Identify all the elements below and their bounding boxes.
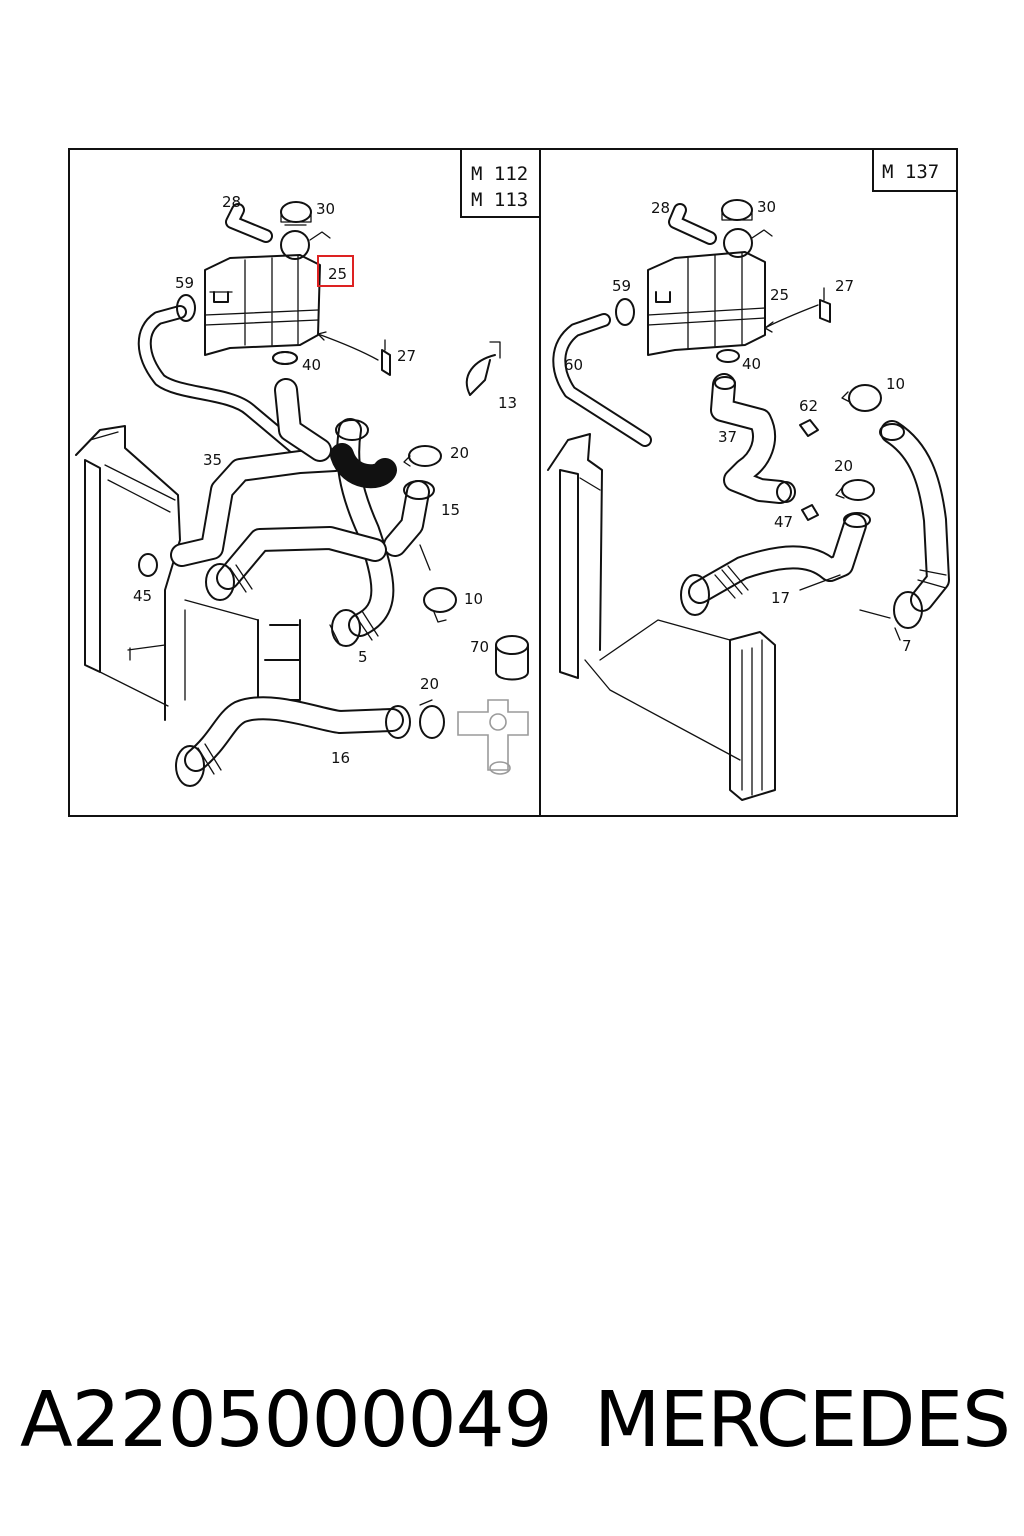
callout-25[interactable]: 25 [770, 286, 789, 304]
callout-17[interactable]: 17 [771, 589, 790, 607]
diagram-frame [68, 148, 958, 817]
parts-diagram: M 112 M 113 [68, 148, 958, 817]
callout-28[interactable]: 28 [222, 193, 241, 211]
callout-25[interactable]: 25 [328, 265, 347, 283]
callout-59[interactable]: 59 [612, 277, 631, 295]
engine-label: M 113 [471, 189, 528, 211]
callout-59[interactable]: 59 [175, 274, 194, 292]
engine-label-box [460, 148, 541, 218]
engine-label-box [872, 148, 958, 192]
callout-45[interactable]: 45 [133, 587, 152, 605]
right-panel: M 137 [547, 148, 958, 801]
callout-20[interactable]: 20 [450, 444, 469, 462]
callout-40[interactable]: 40 [302, 356, 321, 374]
callout-30[interactable]: 30 [757, 198, 776, 216]
callout-60[interactable]: 60 [564, 356, 583, 374]
engine-label: M 112 [471, 163, 528, 185]
part-number: A2205000049 [20, 1375, 553, 1465]
callout-70[interactable]: 70 [470, 638, 489, 656]
callout-20[interactable]: 20 [420, 675, 439, 693]
callout-27[interactable]: 27 [397, 347, 416, 365]
callout-15[interactable]: 15 [441, 501, 460, 519]
callout-7[interactable]: 7 [902, 637, 912, 655]
expansion-tank-illustration [204, 201, 331, 365]
callout-35[interactable]: 35 [203, 451, 222, 469]
callout-27[interactable]: 27 [835, 277, 854, 295]
callout-10[interactable]: 10 [886, 375, 905, 393]
left-panel: M 112 M 113 [75, 148, 541, 787]
callout-10[interactable]: 10 [464, 590, 483, 608]
engine-label: M 137 [882, 161, 939, 183]
callout-47[interactable]: 47 [774, 513, 793, 531]
callout-37[interactable]: 37 [718, 428, 737, 446]
highlight-box [317, 255, 354, 287]
brand-name: MERCEDES [594, 1375, 1011, 1465]
callout-13[interactable]: 13 [498, 394, 517, 412]
callout-28[interactable]: 28 [651, 199, 670, 217]
part-caption: A2205000049 MERCEDES [20, 1365, 1011, 1475]
thermostat-housing-illustration [457, 699, 529, 775]
expansion-tank-illustration [647, 199, 773, 363]
callout-16[interactable]: 16 [331, 749, 350, 767]
callout-62[interactable]: 62 [799, 397, 818, 415]
callout-30[interactable]: 30 [316, 200, 335, 218]
callout-5[interactable]: 5 [358, 648, 368, 666]
callout-20[interactable]: 20 [834, 457, 853, 475]
radiator-illustration [547, 433, 776, 801]
callout-40[interactable]: 40 [742, 355, 761, 373]
